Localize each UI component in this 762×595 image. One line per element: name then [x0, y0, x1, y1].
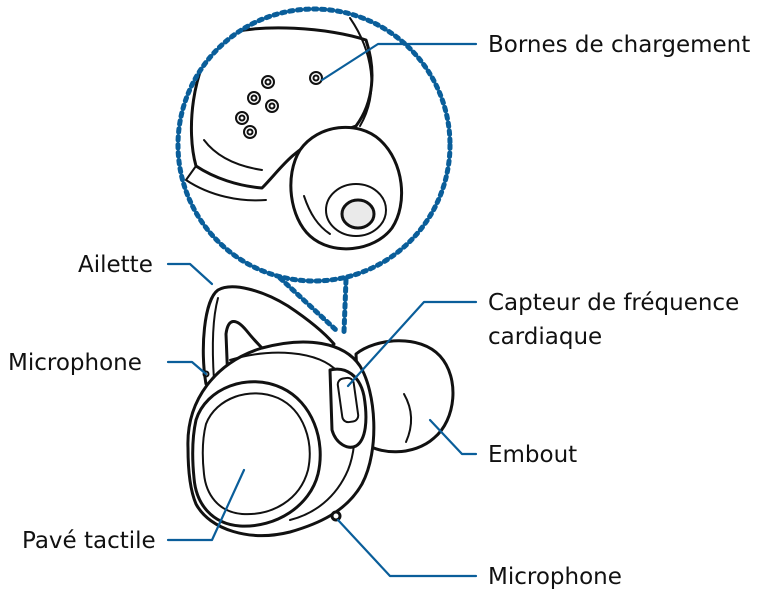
- heart-rate-sensor: [328, 367, 368, 449]
- label-heart-rate-sensor-line2: cardiaque: [488, 324, 602, 350]
- leader-microphone-bottom: [336, 518, 478, 578]
- zoom-connector-right: [341, 277, 349, 335]
- leader-microphone-left: [166, 360, 208, 376]
- charging-contacts-inset: [175, 6, 453, 335]
- leader-charging-contacts: [320, 42, 478, 82]
- earbud-illustration: [186, 285, 455, 537]
- leader-ear-tip: [428, 418, 478, 456]
- charging-contact-dots: [235, 71, 323, 139]
- leader-wing-tip: [166, 262, 214, 286]
- label-touchpad: Pavé tactile: [22, 528, 156, 554]
- bottom-microphone-hole: [330, 510, 342, 522]
- zoom-dotted-circle: [175, 6, 453, 284]
- touchpad-shape: [191, 380, 322, 528]
- label-ear-tip: Embout: [488, 442, 577, 468]
- leader-heart-rate-sensor: [346, 300, 478, 388]
- label-charging-contacts: Bornes de chargement: [488, 32, 750, 58]
- label-microphone-left: Microphone: [8, 350, 142, 376]
- leader-touchpad: [166, 468, 246, 542]
- zoom-connector-left: [277, 275, 339, 333]
- callout-labels: Bornes de chargement Ailette Capteur de …: [8, 32, 750, 590]
- callout-leader-lines: [166, 42, 478, 578]
- label-heart-rate-sensor-line1: Capteur de fréquence: [488, 290, 739, 316]
- label-microphone-bottom: Microphone: [488, 564, 622, 590]
- left-microphone-hole: [202, 370, 210, 378]
- inset-earbud-closeup: [185, 17, 404, 251]
- label-wing-tip: Ailette: [78, 252, 153, 278]
